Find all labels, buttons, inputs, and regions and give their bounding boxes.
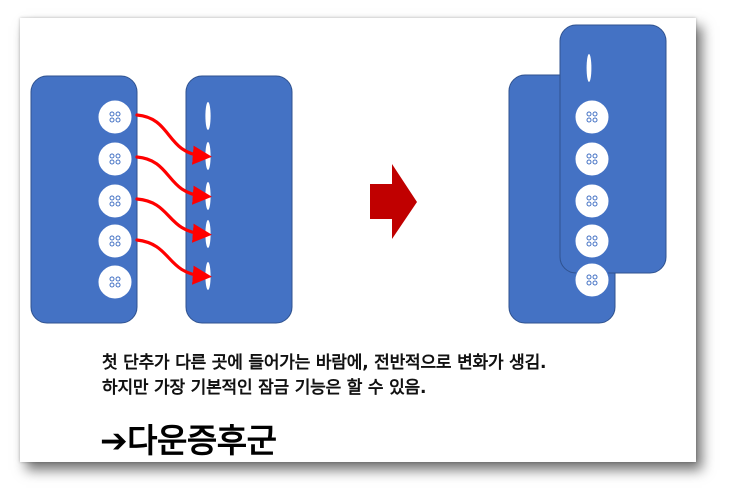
button-icon bbox=[97, 223, 133, 259]
curved-red-arrow-icon bbox=[135, 197, 212, 243]
button-icon bbox=[574, 262, 610, 298]
button-icon bbox=[97, 264, 133, 300]
right-buttons bbox=[574, 99, 610, 298]
conclusion-text: ➔다운증후군 bbox=[100, 421, 277, 460]
button-icon bbox=[97, 99, 133, 135]
curved-red-arrow-icon bbox=[135, 113, 212, 165]
button-icon bbox=[574, 141, 610, 177]
button-icon bbox=[574, 183, 610, 219]
button-shift-diagram bbox=[30, 24, 667, 324]
description-line-2: 하지만 가장 기본적인 잠금 기능은 할 수 있음. bbox=[102, 378, 427, 398]
curved-red-arrow-icon bbox=[135, 155, 212, 205]
button-icon bbox=[97, 141, 133, 177]
right-empty-buttonhole bbox=[586, 54, 592, 82]
right-arrow-icon bbox=[370, 164, 417, 239]
description-line-1: 첫 단추가 다른 곳에 들어가는 바람에, 전반적으로 변화가 생김. bbox=[102, 353, 547, 373]
curved-red-arrow-icon bbox=[135, 238, 212, 285]
button-icon bbox=[574, 223, 610, 259]
slide: 첫 단추가 다른 곳에 들어가는 바람에, 전반적으로 변화가 생김. 하지만 … bbox=[20, 18, 696, 462]
button-icon bbox=[97, 183, 133, 219]
curved-red-arrows bbox=[135, 113, 212, 285]
button-icon bbox=[574, 99, 610, 135]
left-hole-panel bbox=[185, 75, 293, 324]
left-buttons bbox=[97, 99, 133, 300]
